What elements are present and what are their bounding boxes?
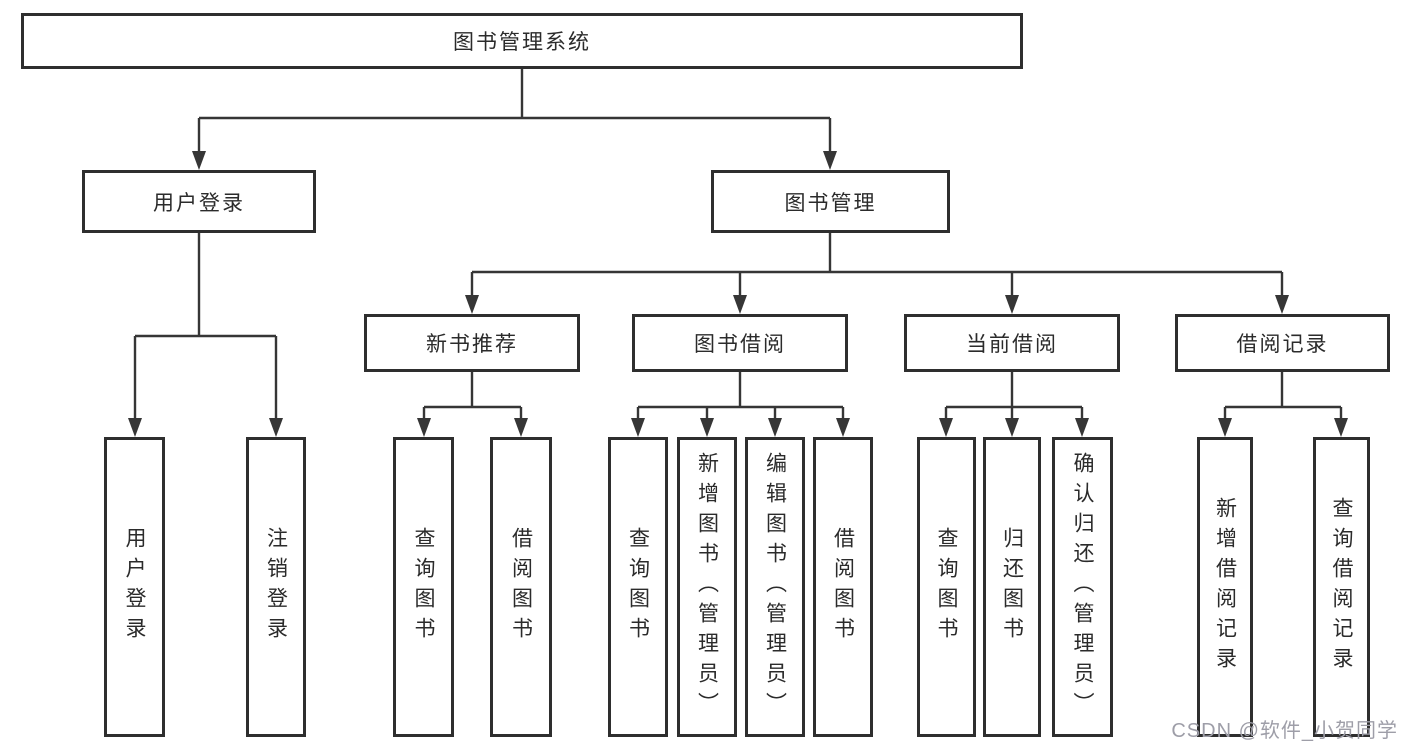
leaf-logout: 注销登录	[246, 437, 306, 737]
arrowhead-icon	[1005, 295, 1019, 314]
arrowhead-icon	[192, 151, 206, 170]
leaf-edit-books-admin: 编辑图书（管理员）	[745, 437, 805, 737]
arrowhead-icon	[1218, 418, 1232, 437]
node-library-management-system: 图书管理系统	[21, 13, 1023, 69]
connector-book-management-to-level3	[470, 233, 1284, 297]
leaf-return-books: 归还图书	[983, 437, 1041, 737]
arrowhead-icon	[768, 418, 782, 437]
arrowhead-icon	[1075, 418, 1089, 437]
node-new-book-recommendation: 新书推荐	[364, 314, 580, 372]
arrowhead-icon	[939, 418, 953, 437]
csdn-watermark: CSDN @软件_小贺同学	[1171, 720, 1398, 742]
connector-user-login-to-children	[133, 233, 278, 420]
node-book-management: 图书管理	[711, 170, 950, 233]
node-user-login: 用户登录	[82, 170, 316, 233]
leaf-query-books-recommendation: 查询图书	[393, 437, 454, 737]
arrowheads	[128, 151, 1348, 437]
arrowhead-icon	[700, 418, 714, 437]
connector-book-borrowing-to-children	[636, 372, 845, 420]
arrowhead-icon	[733, 295, 747, 314]
connector-new-book-to-children	[422, 372, 523, 420]
leaf-add-borrowing-record: 新增借阅记录	[1197, 437, 1253, 737]
node-book-borrowing: 图书借阅	[632, 314, 848, 372]
node-current-borrowing: 当前借阅	[904, 314, 1120, 372]
arrowhead-icon	[1275, 295, 1289, 314]
leaf-query-borrowing-record: 查询借阅记录	[1313, 437, 1370, 737]
arrowhead-icon	[128, 418, 142, 437]
connector-borrowing-records-to-children	[1223, 372, 1343, 420]
leaf-user-login: 用户登录	[104, 437, 165, 737]
arrowhead-icon	[631, 418, 645, 437]
arrowhead-icon	[1005, 418, 1019, 437]
node-borrowing-records: 借阅记录	[1175, 314, 1390, 372]
leaf-add-books-admin: 新增图书（管理员）	[677, 437, 737, 737]
leaf-query-books-borrowing: 查询图书	[608, 437, 668, 737]
leaf-confirm-return-admin: 确认归还（管理员）	[1052, 437, 1113, 737]
arrowhead-icon	[465, 295, 479, 314]
arrowhead-icon	[417, 418, 431, 437]
arrowhead-icon	[1334, 418, 1348, 437]
connector-root-to-level2	[197, 69, 832, 153]
leaf-borrow-books: 借阅图书	[813, 437, 873, 737]
arrowhead-icon	[269, 418, 283, 437]
arrowhead-icon	[823, 151, 837, 170]
arrowhead-icon	[836, 418, 850, 437]
leaf-borrow-books-recommendation: 借阅图书	[490, 437, 552, 737]
arrowhead-icon	[514, 418, 528, 437]
leaf-query-books-current: 查询图书	[917, 437, 976, 737]
connector-current-borrowing-to-children	[944, 372, 1084, 420]
